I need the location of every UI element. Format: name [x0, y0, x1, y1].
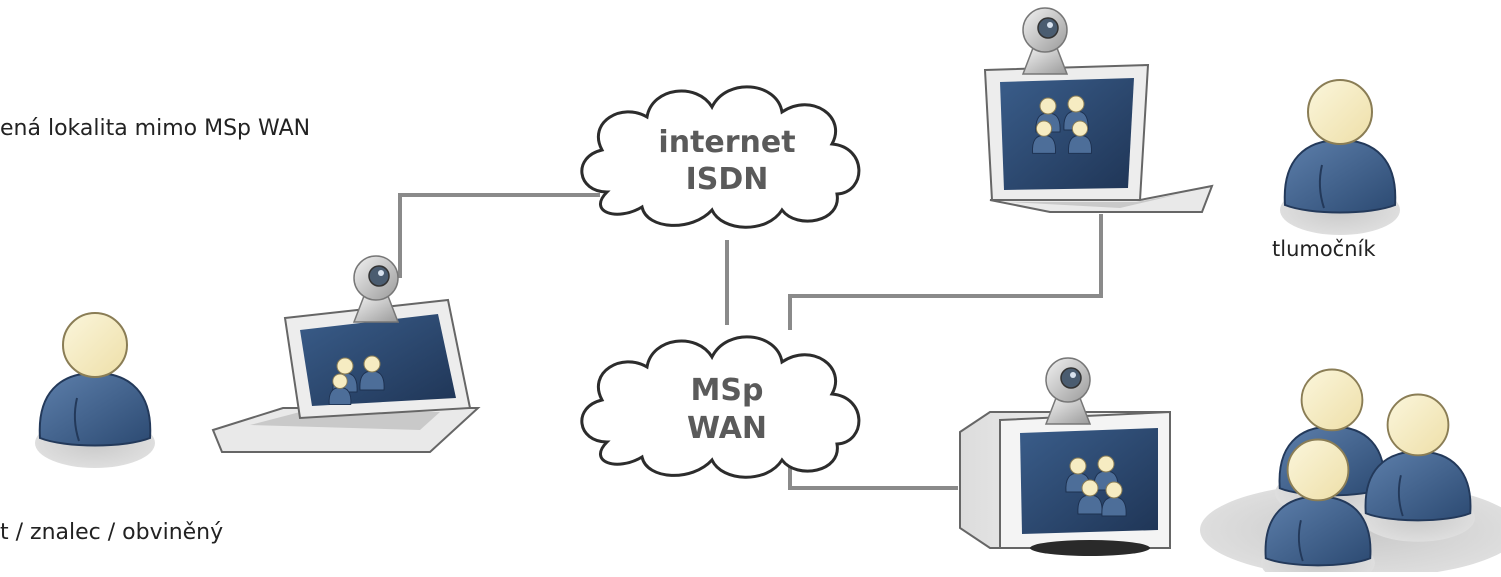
cloud-wan-line1: MSp [691, 373, 764, 408]
interpreter-label: tlumočník [1272, 237, 1376, 261]
tv-monitor-icon [959, 357, 1171, 556]
witness-roles-label: t / znalec / obviněný [0, 520, 224, 545]
cloud-wan-line2: WAN [687, 411, 767, 446]
cloud-internet-line1: internet [658, 125, 795, 160]
laptop-right-icon [983, 7, 1214, 213]
cloud-internet-isdn: internet ISDN [580, 85, 861, 229]
link-wan-laptop-right [788, 214, 1103, 330]
person-left-icon [34, 312, 156, 469]
link-laptop-internet [398, 193, 600, 278]
cloud-internet-line2: ISDN [686, 162, 769, 197]
person-interpreter-icon [1279, 79, 1401, 236]
cloud-msp-wan: MSp WAN [580, 335, 861, 479]
laptop-left-icon [211, 255, 481, 453]
people-group-icon [1200, 368, 1501, 577]
remote-location-label: ená lokalita mimo MSp WAN [0, 116, 311, 141]
